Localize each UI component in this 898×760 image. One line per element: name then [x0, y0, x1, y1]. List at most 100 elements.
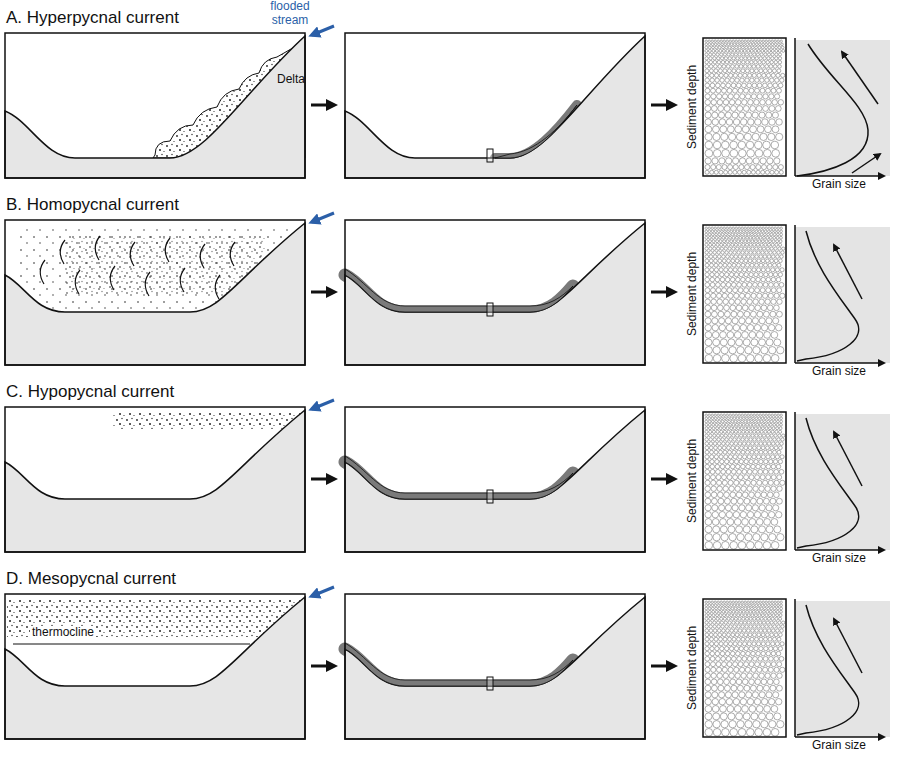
grain	[705, 53, 708, 56]
grain	[774, 339, 781, 346]
grain	[767, 57, 770, 60]
grain	[769, 625, 772, 628]
grain	[745, 46, 748, 49]
row-title: A. Hyperpycnal current	[6, 8, 179, 28]
grain	[712, 112, 718, 118]
grain	[741, 601, 743, 603]
grain-curve	[797, 44, 868, 176]
grain	[718, 446, 722, 450]
grain	[759, 423, 762, 426]
current-panel	[5, 220, 305, 365]
grain	[750, 450, 754, 454]
grain	[747, 49, 750, 52]
grain	[782, 247, 785, 250]
grain	[721, 438, 724, 441]
grain	[775, 455, 779, 459]
grain	[712, 236, 715, 239]
grain-size-plot	[795, 599, 884, 737]
grain	[774, 259, 778, 263]
grain	[740, 43, 743, 46]
grain	[747, 255, 751, 259]
grain	[749, 706, 756, 713]
grain	[754, 420, 757, 423]
grain	[780, 455, 784, 459]
grain	[765, 126, 772, 133]
grain	[757, 438, 760, 441]
grain	[729, 610, 732, 613]
grain	[744, 427, 747, 430]
grain	[741, 486, 746, 491]
grain	[755, 230, 758, 233]
grain	[752, 692, 758, 698]
grain	[708, 610, 711, 613]
sediment-column	[703, 225, 786, 363]
grain	[734, 94, 739, 99]
grain	[764, 332, 771, 339]
current-panel	[5, 407, 305, 552]
grain	[736, 526, 743, 533]
grain	[709, 57, 712, 60]
grain	[721, 43, 724, 46]
grain	[737, 251, 740, 254]
grain	[705, 455, 709, 459]
grain	[775, 49, 778, 52]
grain	[731, 106, 737, 112]
grain	[717, 679, 723, 685]
grain	[742, 442, 746, 446]
grain	[777, 233, 780, 236]
grain	[774, 621, 777, 624]
grain	[756, 236, 759, 239]
grain	[715, 233, 718, 236]
grain	[744, 414, 746, 416]
grain	[714, 446, 718, 450]
grain	[777, 607, 780, 610]
grain	[774, 227, 776, 229]
grain	[767, 53, 770, 56]
grain	[705, 119, 711, 125]
grain	[744, 227, 746, 229]
grain	[746, 728, 754, 736]
grain	[741, 420, 744, 423]
grain	[776, 236, 779, 239]
grain	[733, 438, 736, 441]
grain	[779, 656, 784, 661]
grain	[713, 442, 717, 446]
grain	[761, 464, 765, 468]
grain	[719, 642, 723, 646]
grain	[722, 662, 727, 667]
grain	[738, 88, 743, 93]
grain	[737, 427, 740, 430]
grain	[749, 519, 756, 526]
grain	[711, 288, 716, 293]
grain	[771, 414, 773, 416]
grain	[774, 604, 777, 607]
grain-curve	[797, 418, 859, 548]
grain	[732, 423, 735, 426]
grain	[722, 94, 727, 99]
grain	[713, 247, 716, 250]
grain	[745, 78, 749, 82]
grain	[733, 475, 738, 480]
grain	[710, 263, 714, 267]
grain	[775, 53, 778, 56]
grain	[740, 259, 744, 263]
grain	[705, 692, 711, 698]
grain	[708, 417, 711, 420]
grain	[719, 324, 725, 330]
grain	[725, 78, 729, 82]
grain	[749, 251, 752, 254]
grain	[705, 268, 709, 272]
grain	[771, 475, 776, 480]
grain	[760, 420, 763, 423]
grain	[712, 53, 715, 56]
grain	[769, 272, 773, 276]
grain	[767, 492, 773, 498]
grain	[736, 434, 739, 437]
grain	[722, 149, 730, 157]
grain	[769, 610, 772, 613]
grain	[709, 442, 713, 446]
grain	[734, 706, 741, 713]
grain	[759, 112, 765, 118]
grain	[756, 65, 760, 69]
grain	[736, 133, 743, 140]
